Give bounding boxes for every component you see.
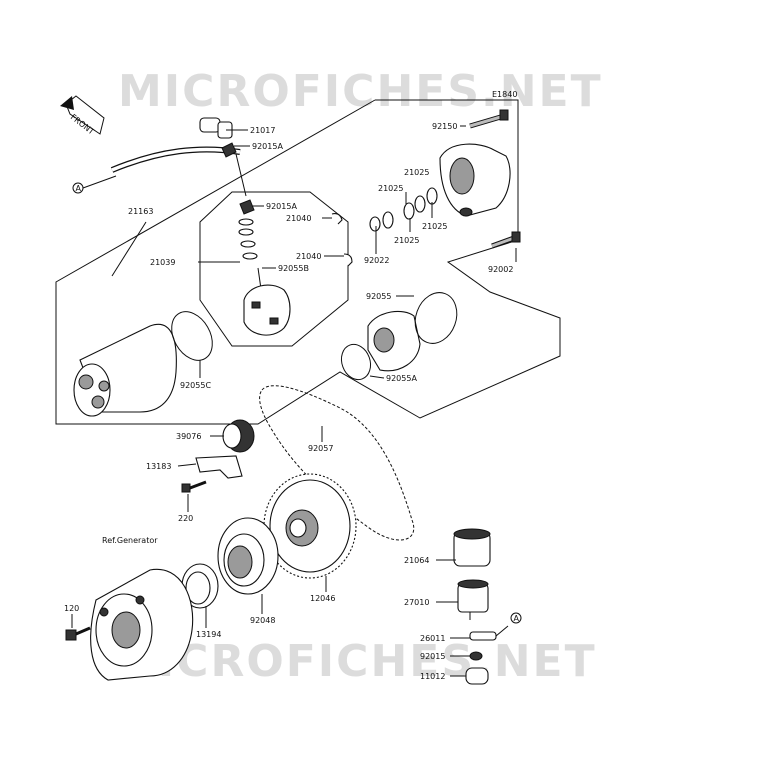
watermark-bottom: MICROFICHES.NET xyxy=(112,636,597,687)
o-ring-92055c-part xyxy=(171,311,213,361)
watermark-top: MICROFICHES.NET xyxy=(118,66,603,117)
starter-relay-cover-part xyxy=(453,528,491,567)
label-39076: 39076 xyxy=(176,432,201,441)
starter-end-cover-part xyxy=(439,143,511,217)
label-92055b: 92055B xyxy=(278,264,309,273)
label-21040-b: 21040 xyxy=(296,252,321,261)
label-92055c: 92055C xyxy=(180,381,211,390)
washers-21025-part xyxy=(369,187,438,232)
connector-a-right-label: A xyxy=(514,614,520,623)
bolt-92150-part xyxy=(469,109,509,129)
brush-holder-outline xyxy=(199,191,349,347)
leader-lines xyxy=(71,125,517,677)
label-92055: 92055 xyxy=(366,292,391,301)
brush-clip-a-part xyxy=(331,213,343,225)
o-ring-92055-part xyxy=(414,292,458,344)
label-13183: 13183 xyxy=(146,462,171,471)
label-21025-a: 21025 xyxy=(404,168,429,177)
label-220: 220 xyxy=(178,514,193,523)
generator-rotor-part xyxy=(90,568,194,681)
label-21025-d: 21025 xyxy=(422,222,447,231)
label-21025-b: 21025 xyxy=(378,184,403,193)
o-ring-92055a-part xyxy=(340,343,372,381)
front-arrow-icon: FRONT xyxy=(60,95,105,136)
washer-stack-part xyxy=(238,199,263,297)
bolt-220-part xyxy=(181,480,207,493)
terminal-cap-part xyxy=(199,117,237,158)
label-21017: 21017 xyxy=(250,126,275,135)
label-21040-a: 21040 xyxy=(286,214,311,223)
bolt-120-part xyxy=(65,626,91,641)
label-92015a-mid: 92015A xyxy=(266,202,297,211)
label-21064: 21064 xyxy=(404,556,429,565)
brush-holder-plate-part xyxy=(243,284,291,336)
bolt-92002-part xyxy=(491,231,521,249)
starter-chain-part xyxy=(259,385,415,541)
motor-yoke-part xyxy=(73,323,177,417)
label-92150: 92150 xyxy=(432,122,457,131)
brush-clip-b-part xyxy=(343,253,353,267)
connector-a-right-icon xyxy=(510,612,522,624)
label-92015a-top: 92015A xyxy=(252,142,283,151)
label-21163: 21163 xyxy=(128,207,153,216)
sprocket-12046-part xyxy=(263,473,357,579)
label-26011: 26011 xyxy=(420,634,445,643)
label-92015: 92015 xyxy=(420,652,445,661)
bracket-13183-part xyxy=(195,455,243,479)
label-120: 120 xyxy=(64,604,79,613)
label-27010: 27010 xyxy=(404,598,429,607)
connector-a-left-label: A xyxy=(76,184,82,193)
terminal-cap-11012-part xyxy=(465,667,489,685)
label-92057: 92057 xyxy=(308,444,333,453)
label-92022: 92022 xyxy=(364,256,389,265)
label-13194: 13194 xyxy=(196,630,221,639)
relay-lead-part xyxy=(469,625,509,641)
label-92055a: 92055A xyxy=(386,374,417,383)
starter-relay-part xyxy=(457,579,489,620)
nut-92015-part xyxy=(469,651,483,661)
diagram-code: E1840 xyxy=(492,90,517,99)
ref-generator-label: Ref.Generator xyxy=(102,536,158,545)
starter-clutch-part xyxy=(217,517,279,595)
label-12046: 12046 xyxy=(310,594,335,603)
label-92048: 92048 xyxy=(250,616,275,625)
starter-idle-gear-part xyxy=(222,419,255,453)
label-21039: 21039 xyxy=(150,258,175,267)
label-11012: 11012 xyxy=(420,672,445,681)
reduction-gear-housing-part xyxy=(367,310,421,372)
label-92002: 92002 xyxy=(488,265,513,274)
label-21025-c: 21025 xyxy=(394,236,419,245)
